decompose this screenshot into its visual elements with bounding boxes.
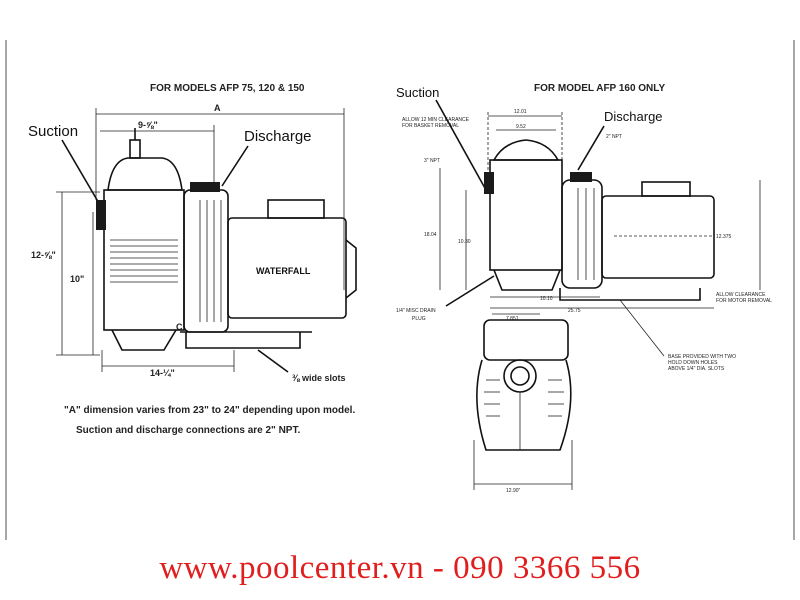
dim-height-a: 18.04 xyxy=(424,232,437,238)
brand-label: WATERFALL xyxy=(256,266,311,276)
front-view-ribs xyxy=(484,379,564,417)
footer-contact: www.poolcenter.vn - 090 3366 556 xyxy=(159,550,641,586)
dim-height-inner-label: 10" xyxy=(70,274,84,284)
right-discharge-label: Discharge xyxy=(604,109,663,124)
dim-c-label: C xyxy=(176,322,183,332)
dim-height-b: 10.30 xyxy=(458,239,471,245)
front-view-port-inner xyxy=(510,366,530,386)
drain-plug-label-2: PLUG xyxy=(412,316,426,322)
clearance-note-1: ALLOW 12 MIN CLEARANCE xyxy=(402,117,470,123)
left-discharge-arrow xyxy=(221,145,249,187)
slots-label: ⅜ wide slots xyxy=(292,373,346,383)
dim-motor-height: 12.375 xyxy=(716,234,732,240)
front-view-top xyxy=(483,319,569,361)
dim-base-a: 10.10 xyxy=(540,296,553,302)
clearance-note-2: FOR BASKET REMOVAL xyxy=(402,123,459,129)
right-discharge-port xyxy=(570,172,592,182)
dim-a-label: A xyxy=(214,103,221,113)
strainer-lid xyxy=(107,157,183,191)
front-view-port-outer xyxy=(503,359,537,393)
right-discharge-arrow xyxy=(577,125,605,171)
right-diagram: FOR MODEL AFP 160 ONLY Suction Discharge… xyxy=(396,83,772,494)
discharge-port xyxy=(190,182,220,192)
left-title: FOR MODELS AFP 75, 120 & 150 xyxy=(150,83,305,94)
volute-ribs xyxy=(199,200,222,322)
strainer-ribs xyxy=(110,239,178,283)
left-suction-label: Suction xyxy=(28,123,78,140)
left-discharge-label: Discharge xyxy=(244,128,312,145)
motor-junction-box xyxy=(267,199,325,219)
suction-npt-label: 3" NPT xyxy=(424,158,440,164)
drain-plug-label-1: 1/4" MISC DRAIN xyxy=(396,308,436,314)
dim-top-a: 12.01 xyxy=(514,109,527,115)
motor-endcap xyxy=(345,239,357,299)
right-suction-port xyxy=(484,172,494,194)
dim-base-label: 14-¼" xyxy=(150,368,175,378)
strainer-body xyxy=(103,189,185,331)
dim-front-bottom: 12.90" xyxy=(506,488,521,494)
motor-clearance-1: ALLOW CLEARANCE xyxy=(716,292,766,298)
right-motor-body xyxy=(601,195,715,279)
dim-width-top-label: 9-⅝" xyxy=(138,120,158,130)
drain-plug-arrow xyxy=(445,275,495,307)
discharge-npt-label: 2" NPT xyxy=(606,134,622,140)
base-note-1: BASE PROVIDED WITH TWO xyxy=(668,354,736,360)
pump-diagram: FOR MODELS AFP 75, 120 & 150 A 9-⅝" Suct… xyxy=(5,40,795,540)
right-motor-junction-box xyxy=(641,181,691,197)
right-volute-ribs xyxy=(577,188,595,280)
front-view-housing xyxy=(476,359,572,451)
right-strainer-lid xyxy=(492,139,560,161)
strainer-base xyxy=(111,329,177,351)
base-note-2: HOLD DOWN HOLES xyxy=(668,360,718,366)
right-volute xyxy=(561,179,603,289)
lid-knob xyxy=(129,139,141,159)
pump-base xyxy=(185,332,301,349)
left-suction-arrow xyxy=(61,139,101,206)
slots-arrow xyxy=(257,349,289,373)
right-suction-arrow xyxy=(435,99,487,191)
motor-clearance-2: FOR MOTOR REMOVAL xyxy=(716,298,772,304)
right-strainer-body xyxy=(489,159,563,271)
right-title: FOR MODEL AFP 160 ONLY xyxy=(534,83,665,94)
right-suction-label: Suction xyxy=(396,85,439,100)
base-note-3: ABOVE 1/4" DIA. SLOTS xyxy=(668,366,725,372)
base-note-arrow xyxy=(619,299,665,357)
right-strainer-base xyxy=(493,269,561,291)
dim-base-b: 25.75 xyxy=(568,308,581,314)
dim-top-b: 9.52 xyxy=(516,124,526,130)
note-connections: Suction and discharge connections are 2"… xyxy=(76,425,300,436)
note-a-dimension: "A" dimension varies from 23" to 24" dep… xyxy=(64,405,355,416)
right-pump-base xyxy=(559,288,701,301)
suction-port xyxy=(96,200,106,230)
dim-height-total-label: 12-⅝" xyxy=(31,250,56,260)
left-diagram: FOR MODELS AFP 75, 120 & 150 A 9-⅝" Suct… xyxy=(28,83,357,436)
dim-front-top: 7.851 xyxy=(506,316,519,322)
